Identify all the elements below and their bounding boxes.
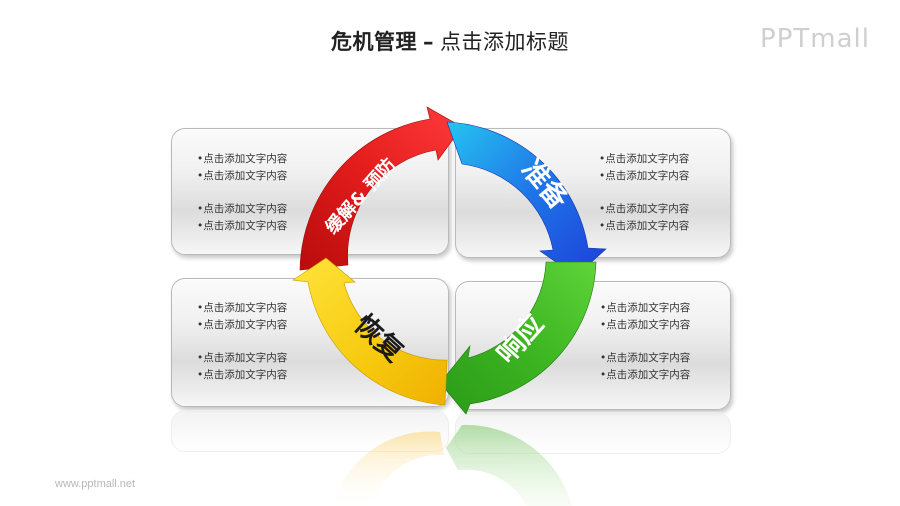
card-top-left-text[interactable]: •点击添加文字内容 •点击添加文字内容 •点击添加文字内容 •点击添加文字内容 [197, 151, 287, 234]
card-top-right-text[interactable]: •点击添加文字内容 •点击添加文字内容 •点击添加文字内容 •点击添加文字内容 [599, 151, 689, 234]
bullet-line: •点击添加文字内容 [197, 219, 288, 232]
bullet-line: •点击添加文字内容 [197, 352, 288, 364]
bullet-line: •点击添加文字内容 [197, 203, 288, 215]
arrow-red-mitigation [299, 106, 463, 271]
arrow-yellow-recovery [292, 257, 448, 406]
page-title[interactable]: 危机管理–点击添加标题 [0, 26, 900, 56]
arrow-green-response [439, 261, 597, 415]
bullet-line: •点击添加文字内容 [600, 352, 691, 364]
bullet-line: •点击添加文字内容 [599, 169, 690, 182]
pptmall-logo: PPTmall [760, 24, 870, 54]
title-separator: – [423, 30, 434, 54]
footer-url: www.pptmall.net [55, 478, 136, 490]
card-bottom-right-text[interactable]: •点击添加文字内容 •点击添加文字内容 •点击添加文字内容 •点击添加文字内容 [600, 300, 690, 383]
bullet-line: •点击添加文字内容 [197, 318, 288, 331]
card-bottom-left-text[interactable]: •点击添加文字内容 •点击添加文字内容 •点击添加文字内容 •点击添加文字内容 [197, 300, 287, 383]
bullet-line: •点击添加文字内容 [600, 318, 691, 331]
title-placeholder: 点击添加标题 [440, 30, 569, 54]
bullet-line: •点击添加文字内容 [600, 368, 691, 381]
bullet-line: •点击添加文字内容 [599, 219, 690, 232]
bullet-line: •点击添加文字内容 [599, 153, 690, 165]
bullet-line: •点击添加文字内容 [600, 302, 691, 314]
arrow-blue-preparation [446, 121, 607, 277]
bullet-line: •点击添加文字内容 [197, 368, 288, 381]
bullet-line: •点击添加文字内容 [197, 169, 288, 182]
title-main: 危机管理 [331, 30, 417, 54]
bullet-line: •点击添加文字内容 [197, 302, 288, 314]
cycle-reflection [333, 424, 572, 506]
bullet-line: •点击添加文字内容 [197, 153, 288, 165]
bullet-line: •点击添加文字内容 [599, 203, 690, 215]
